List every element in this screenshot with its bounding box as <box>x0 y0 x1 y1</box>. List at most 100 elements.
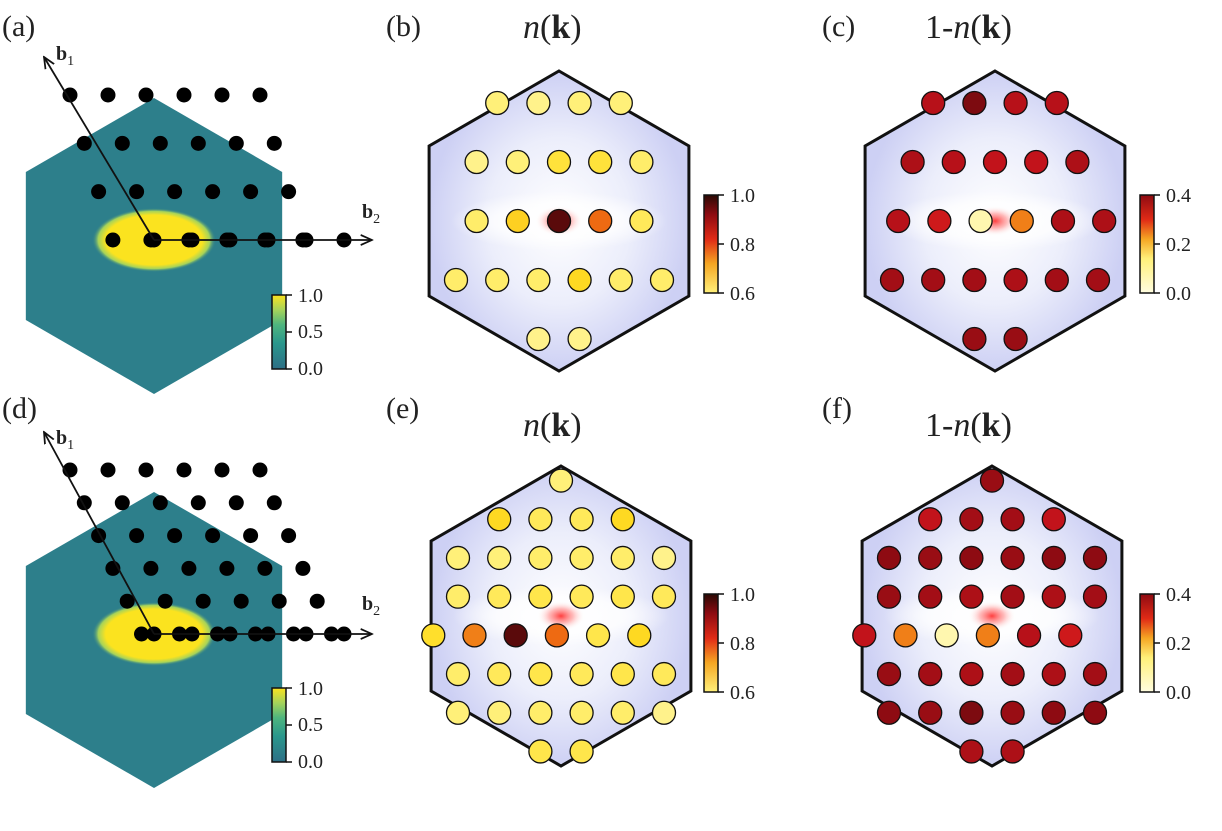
k-point <box>505 208 530 234</box>
lattice-dot <box>114 495 130 511</box>
lattice-dot <box>176 87 192 103</box>
k-point <box>505 149 530 175</box>
lattice-dot <box>138 462 154 478</box>
k-point <box>1000 507 1025 532</box>
k-point <box>959 700 984 725</box>
k-point <box>1024 149 1049 175</box>
k-point <box>1000 661 1025 687</box>
k-point <box>651 700 677 725</box>
panel-label-b: (b) <box>386 10 421 43</box>
cbar-f-tick-1: 0.2 <box>1166 633 1191 655</box>
k-point <box>1009 208 1034 234</box>
k-point <box>569 507 594 532</box>
k-point <box>1058 623 1083 648</box>
k-point <box>443 267 469 293</box>
k-point <box>651 661 677 687</box>
k-point <box>610 545 635 571</box>
k-point <box>927 208 952 234</box>
vector-b1-sub-a: 1 <box>67 54 74 69</box>
lattice-dot <box>281 528 297 544</box>
k-point <box>962 90 987 116</box>
k-point <box>526 326 551 352</box>
title-f: 1-n(k) <box>925 407 1012 444</box>
lattice-dot <box>195 593 211 609</box>
k-point <box>569 584 594 609</box>
lattice-dot <box>233 593 249 609</box>
cbar-a-tick-0: 1.0 <box>298 285 323 307</box>
k-point <box>893 623 918 648</box>
k-point <box>1041 661 1066 687</box>
lattice-dot <box>176 462 192 478</box>
panel-c-plot <box>863 69 1160 373</box>
k-point <box>569 545 594 571</box>
k-point <box>876 700 902 725</box>
k-point <box>962 267 987 293</box>
lattice-dot <box>129 528 145 544</box>
k-point <box>1041 507 1066 532</box>
lattice-dot <box>119 593 135 609</box>
vector-b1-a: b <box>56 43 67 65</box>
k-point <box>1003 90 1028 116</box>
k-point <box>651 584 677 609</box>
k-point <box>629 208 654 234</box>
k-point <box>485 90 510 116</box>
k-point <box>959 545 984 571</box>
lattice-dot <box>228 135 244 151</box>
vector-b2-label-d: b2 <box>362 593 380 619</box>
k-point <box>608 90 633 116</box>
k-point <box>651 545 677 571</box>
vector-b2-sub-d: 2 <box>373 604 380 619</box>
vector-b1-label-d: b1 <box>56 427 74 453</box>
k-point <box>1044 267 1069 293</box>
k-point <box>567 267 592 293</box>
k-point <box>918 661 943 687</box>
k-point <box>569 700 594 725</box>
title-e: n(k) <box>523 407 582 444</box>
k-point <box>918 507 943 532</box>
k-point <box>464 149 489 175</box>
cbar-f-tick-2: 0.0 <box>1166 682 1191 704</box>
lattice-dot <box>281 184 297 200</box>
k-point <box>610 700 635 725</box>
center-red-glow <box>968 601 1016 631</box>
k-point <box>918 700 943 725</box>
k-point <box>975 623 1001 648</box>
lattice-dot <box>252 87 268 103</box>
k-point <box>528 584 553 609</box>
k-point <box>852 623 877 648</box>
k-point <box>1082 545 1108 571</box>
cbar-d-tick-0: 1.0 <box>298 678 323 700</box>
k-point <box>1041 545 1066 571</box>
k-point <box>526 90 551 116</box>
k-point <box>1050 208 1076 234</box>
lattice-dot <box>190 495 206 511</box>
title-b-k: k <box>551 9 570 46</box>
k-point <box>1000 700 1025 725</box>
lattice-dot <box>181 560 197 576</box>
panel-label-f: (f) <box>822 392 852 425</box>
k-point <box>1092 208 1117 234</box>
vector-b2-d: b <box>362 593 373 615</box>
lattice-dot <box>100 462 116 478</box>
lattice-dot <box>134 626 149 642</box>
cbar-e-tick-2: 0.6 <box>730 682 755 704</box>
center-red-glow <box>537 601 585 631</box>
title-f-k: k <box>982 407 1001 444</box>
panel-a-plot <box>25 57 372 394</box>
k-point <box>918 584 943 609</box>
k-point <box>462 623 487 648</box>
k-point <box>1082 661 1108 687</box>
title-e-k: k <box>551 407 570 444</box>
brillouin-zone-outline <box>860 464 1124 768</box>
k-point <box>487 545 512 571</box>
k-point <box>445 700 471 725</box>
k-point <box>487 700 512 725</box>
cbar-b-tick-2: 0.6 <box>730 283 755 305</box>
cbar-e-tick-1: 0.8 <box>730 633 755 655</box>
vector-b1-sub-d: 1 <box>67 438 74 453</box>
lattice-dot <box>100 87 116 103</box>
k-point <box>569 661 594 687</box>
panel-d-plot <box>25 432 372 788</box>
lattice-dot <box>62 87 78 103</box>
